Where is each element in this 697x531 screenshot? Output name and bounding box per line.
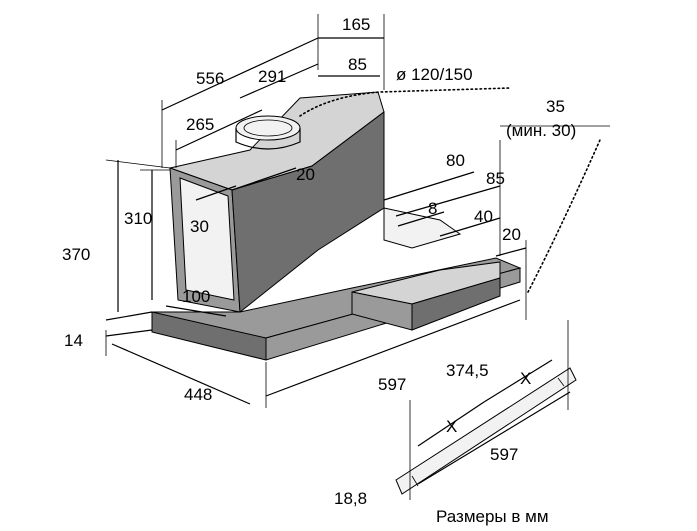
dim-597-rail: 597 bbox=[490, 445, 518, 464]
dim-35: 35 bbox=[546, 97, 565, 116]
dim-14: 14 bbox=[64, 331, 83, 350]
dim-x-right: X bbox=[520, 369, 531, 388]
dim-min-30: (мин. 30) bbox=[506, 121, 576, 140]
dim-165: 165 bbox=[342, 15, 370, 34]
dim-100: 100 bbox=[182, 287, 210, 306]
caption: Размеры в мм bbox=[436, 507, 549, 526]
dim-18-8: 18,8 bbox=[334, 489, 367, 508]
dim-x-left: X bbox=[446, 417, 457, 436]
duct-side bbox=[235, 128, 301, 150]
dim-265: 265 bbox=[186, 115, 214, 134]
dim-8: 8 bbox=[428, 199, 437, 218]
dim-20-top: 20 bbox=[296, 165, 315, 184]
extractor-side bbox=[411, 277, 501, 331]
mounting-rail bbox=[395, 367, 577, 495]
dim-448: 448 bbox=[184, 385, 212, 404]
dim-80: 80 bbox=[446, 151, 465, 170]
dim-40: 40 bbox=[474, 207, 493, 226]
dim-291: 291 bbox=[258, 67, 286, 86]
dim-duct-diameter: ø 120/150 bbox=[396, 65, 473, 84]
dim-30-side: 30 bbox=[190, 217, 209, 236]
dim-556: 556 bbox=[196, 69, 224, 88]
duct-collar-inner bbox=[243, 119, 293, 137]
shelf-strip bbox=[383, 207, 462, 249]
dim-374-5: 374,5 bbox=[446, 361, 489, 380]
front-panel bbox=[179, 177, 235, 301]
dimension-labels: 165 556 291 85 ø 120/150 265 35 (мин. 30… bbox=[62, 15, 576, 526]
dim-85-top: 85 bbox=[348, 55, 367, 74]
dim-85-right: 85 bbox=[486, 169, 505, 188]
dimension-lines bbox=[105, 14, 610, 500]
dim-597-body: 597 bbox=[378, 375, 406, 394]
dim-20-right: 20 bbox=[502, 225, 521, 244]
dim-310: 310 bbox=[124, 209, 152, 228]
hood-body bbox=[150, 91, 522, 361]
dim-370: 370 bbox=[62, 245, 90, 264]
